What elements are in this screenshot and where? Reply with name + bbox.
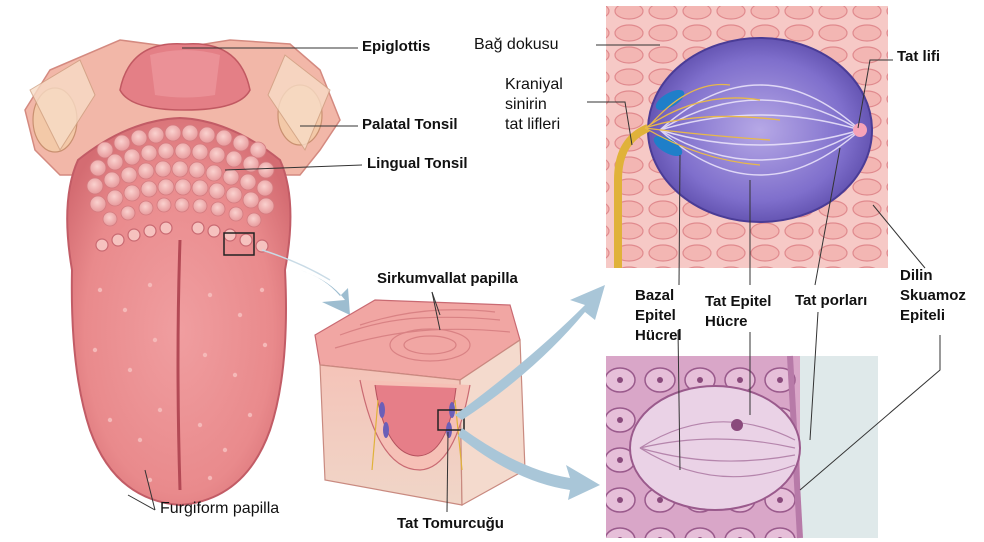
label-palatal-tonsil: Palatal Tonsil xyxy=(362,116,458,133)
label-tat-epitel-line-2: Hücre xyxy=(705,312,771,332)
label-bazal-line-3: Hücrel xyxy=(635,326,682,346)
label-bazal-line-2: Epitel xyxy=(635,306,682,326)
taste-bud-shape xyxy=(648,38,872,222)
label-bag-dokusu: Bağ dokusu xyxy=(474,36,559,54)
label-dilin-skuamoz-epiteli: Dilin Skuamoz Epiteli xyxy=(900,266,966,326)
label-kraniyal-line-3: tat lifleri xyxy=(505,115,563,135)
label-tat-epitel-hucre: Tat Epitel Hücre xyxy=(705,292,771,332)
label-tat-porlari: Tat porları xyxy=(795,292,867,309)
label-lingual-tonsil: Lingual Tonsil xyxy=(367,155,468,172)
label-epiglottis: Epiglottis xyxy=(362,38,430,55)
label-kraniyal-line-1: Kraniyal xyxy=(505,75,563,95)
label-tat-lifi: Tat lifi xyxy=(897,48,940,65)
label-bazal-line-1: Bazal xyxy=(635,286,682,306)
label-kraniyal-line-2: sinirin xyxy=(505,95,563,115)
label-kraniyal-sinir-lifleri: Kraniyal sinirin tat lifleri xyxy=(505,75,563,135)
label-sirkumvallat-papilla: Sirkumvallat papilla xyxy=(377,270,518,287)
papilla-block xyxy=(315,300,525,505)
histology-image xyxy=(606,356,878,538)
taste-pore xyxy=(853,123,867,137)
label-furgiform-papilla: Furgiform papilla xyxy=(160,500,279,518)
label-dilin-line-1: Dilin xyxy=(900,266,966,286)
label-dilin-line-3: Epiteli xyxy=(900,306,966,326)
label-tat-epitel-line-1: Tat Epitel xyxy=(705,292,771,312)
label-bazal-epitel-hucre: Bazal Epitel Hücrel xyxy=(635,286,682,346)
tongue-illustration xyxy=(25,40,340,505)
label-dilin-line-2: Skuamoz xyxy=(900,286,966,306)
histology-bud xyxy=(630,386,800,510)
label-tat-tomurcugu: Tat Tomurcuğu xyxy=(397,515,504,532)
